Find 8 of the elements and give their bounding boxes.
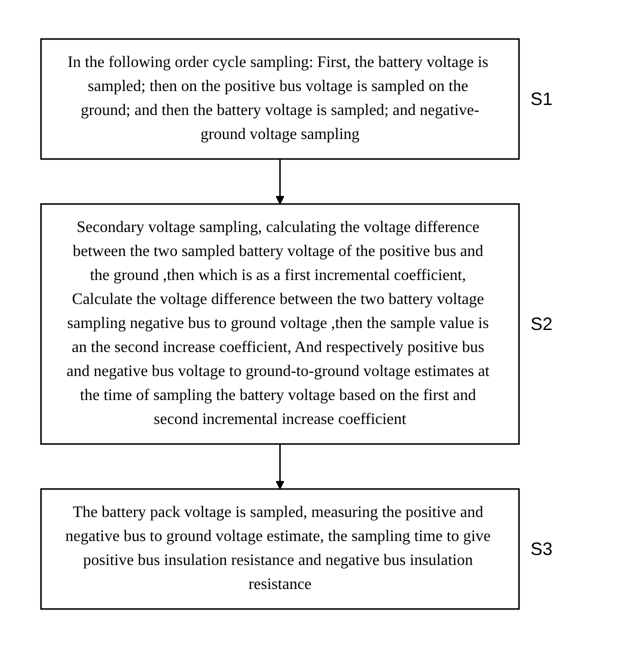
arrow <box>275 444 284 490</box>
step-label: S2 <box>530 313 553 335</box>
node-box: The battery pack voltage is sampled, measuring the positive and negative bus to ground voltage estimate, the sampling time to give positive bus insulation resistance and negative bus insulation resistance <box>40 488 520 610</box>
step-label: S1 <box>530 88 553 110</box>
node-box: Secondary voltage sampling, calculating the voltage difference between the two sampled battery voltage of the positive bus and the ground ,then which is as a first incremental coefficient, Calculate the voltage difference between the two battery voltage sampling negative bus to ground voltage ,then the sample value is an the second increase coefficient, And respectively positive bus and negative bus voltage to ground-to-ground voltage estimates at the time of sampling the battery voltage based on the first and second incremental increase coefficient <box>40 203 520 445</box>
arrow <box>275 159 284 204</box>
node-box: In the following order cycle sampling: First, the battery voltage is sampled; then on the positive bus voltage is sampled on the ground; and then the battery voltage is sampled; and negative-ground voltage sampling <box>40 38 520 160</box>
step-label: S3 <box>530 538 553 560</box>
